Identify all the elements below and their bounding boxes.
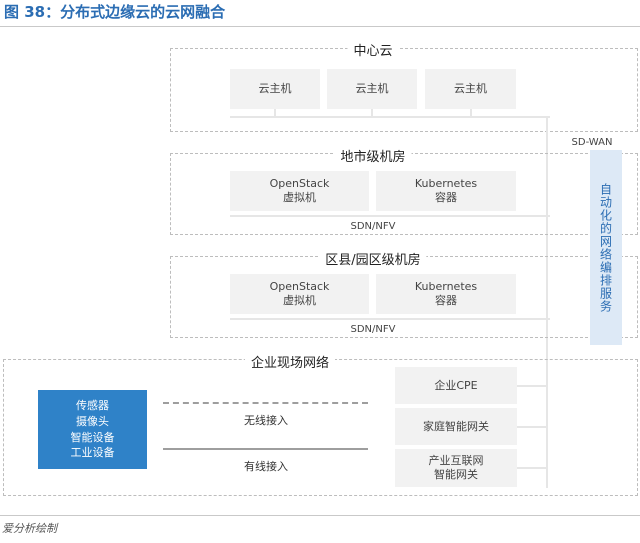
cloud-host-label: 云主机	[258, 82, 292, 96]
wired-connection-line	[163, 448, 368, 450]
device-camera: 摄像头	[76, 414, 109, 428]
industrial-gateway-label-2: 智能网关	[434, 468, 478, 481]
sd-wan-label: SD-WAN	[571, 137, 613, 148]
orchestration-service-label: 自动化的网络编排服务	[598, 182, 613, 313]
gateway-link-1	[517, 385, 547, 387]
central-cloud-drop-3	[470, 109, 472, 117]
openstack-vm-box: OpenStack 虚拟机	[230, 171, 369, 211]
enterprise-cpe-label: 企业CPE	[434, 378, 478, 392]
industrial-gateway-box: 产业互联网 智能网关	[395, 449, 517, 487]
central-cloud-bus	[230, 116, 550, 118]
enterprise-cpe-box: 企业CPE	[395, 367, 517, 404]
kubernetes-container-box: Kubernetes 容器	[376, 274, 516, 314]
device-industrial: 工业设备	[70, 446, 115, 460]
county-network-bus	[230, 318, 550, 320]
city-datacenter-label: 地市级机房	[334, 146, 412, 165]
vm-label: 虚拟机	[283, 294, 316, 307]
kubernetes-container-box: Kubernetes 容器	[376, 171, 516, 211]
title-divider	[0, 26, 640, 27]
enterprise-site-label: 企业现场网络	[244, 352, 336, 371]
home-gateway-box: 家庭智能网关	[395, 408, 517, 445]
wired-access-label: 有线接入	[244, 460, 288, 473]
cloud-host-box: 云主机	[425, 69, 516, 109]
figure-title: 图 38：分布式边缘云的云网融合	[4, 3, 226, 21]
orchestration-service-bar: 自动化的网络编排服务	[590, 150, 622, 345]
container-label: 容器	[435, 294, 457, 307]
gateway-link-2	[517, 426, 547, 428]
county-sdn-nfv-label: SDN/NFV	[350, 324, 396, 335]
central-cloud-zone	[170, 48, 638, 132]
cloud-host-box: 云主机	[230, 69, 320, 109]
city-sdn-nfv-label: SDN/NFV	[350, 221, 396, 232]
wireless-access-label: 无线接入	[244, 414, 288, 427]
openstack-label: OpenStack	[269, 280, 330, 294]
sd-wan-trunk	[546, 116, 548, 488]
device-smart: 智能设备	[70, 430, 115, 444]
central-cloud-drop-2	[371, 109, 373, 117]
city-network-bus	[230, 215, 550, 217]
container-label: 容器	[435, 191, 457, 204]
county-datacenter-label: 区县/园区级机房	[319, 249, 427, 268]
industrial-gateway-label-1: 产业互联网	[428, 454, 484, 468]
edge-devices-box: 传感器 摄像头 智能设备 工业设备	[38, 390, 147, 469]
wireless-connection-line	[163, 402, 368, 404]
cloud-host-box: 云主机	[327, 69, 417, 109]
central-cloud-label: 中心云	[347, 40, 399, 59]
source-note: 爱分析绘制	[2, 522, 57, 535]
device-sensor: 传感器	[76, 398, 109, 412]
openstack-label: OpenStack	[269, 177, 330, 191]
central-cloud-drop-1	[274, 109, 276, 117]
gateway-link-3	[517, 467, 547, 469]
footer-divider	[0, 515, 640, 516]
vm-label: 虚拟机	[283, 191, 316, 204]
kubernetes-label: Kubernetes	[414, 280, 478, 294]
cloud-host-label: 云主机	[355, 82, 389, 96]
cloud-host-label: 云主机	[454, 82, 487, 96]
home-gateway-label: 家庭智能网关	[423, 419, 489, 433]
kubernetes-label: Kubernetes	[414, 177, 478, 191]
openstack-vm-box: OpenStack 虚拟机	[230, 274, 369, 314]
